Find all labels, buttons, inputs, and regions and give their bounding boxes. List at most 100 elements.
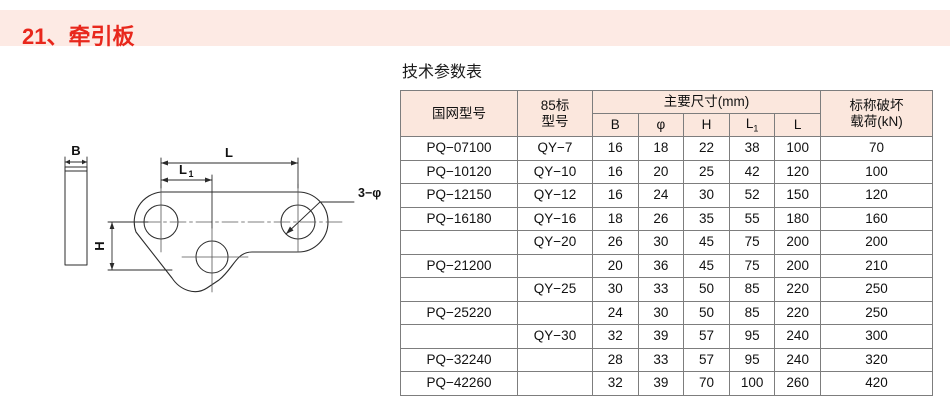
cell-dim-phi: 39 (637, 324, 685, 349)
header-dim-l1: L1 (728, 113, 776, 137)
label-l: L (225, 145, 233, 160)
traction-plate-drawing-svg: B L L 1 H 3−φ (64, 143, 381, 293)
cell-nominal-load: 70 (820, 136, 933, 161)
cell-dim-b: 16 (592, 183, 639, 208)
header-row-sub: B φ H L1 L (401, 113, 933, 137)
header-dim-b-text: B (610, 117, 620, 133)
header-dim-l1-subscript: 1 (753, 123, 759, 134)
cell-grid-model: PQ−07100 (400, 136, 518, 161)
cell-grid-model (400, 230, 518, 255)
cell-dim-h: 70 (683, 371, 730, 396)
label-l1-group: L 1 (179, 162, 193, 179)
label-l1-subscript: 1 (188, 169, 193, 179)
plate-outline (133, 191, 329, 293)
cell-dim-phi: 30 (637, 230, 685, 255)
cell-dim-l1: 75 (728, 230, 776, 255)
cell-dim-h: 45 (683, 253, 730, 278)
cell-grid-model: PQ−32240 (400, 347, 518, 372)
cell-dim-phi: 33 (637, 347, 685, 372)
cell-nominal-load: 210 (820, 253, 933, 278)
header-dim-h-text: H (701, 117, 712, 133)
header-load-line1: 标称破坏 (849, 97, 904, 113)
cell-dim-l1: 95 (728, 324, 776, 349)
spec-table-panel: 技术参数表 国网型号 85标 型号 主要尺寸(mm) 标称破坏 载荷(kN) B… (400, 58, 933, 396)
cell-nominal-load: 300 (820, 324, 933, 349)
cell-dim-h: 50 (683, 277, 730, 302)
cell-85-model (517, 253, 593, 278)
cell-85-model (517, 371, 593, 396)
cell-85-model: QY−10 (517, 159, 593, 184)
cell-dim-l: 240 (774, 324, 821, 349)
cell-dim-l1: 52 (728, 183, 776, 208)
cell-dim-l1: 55 (728, 206, 776, 231)
hole-crosshairs (160, 183, 299, 293)
cell-85-model: QY−20 (517, 230, 593, 255)
cell-dim-phi: 18 (637, 136, 685, 161)
cell-dim-b: 32 (592, 324, 639, 349)
cell-dim-l: 200 (774, 230, 821, 255)
dimension-l1 (160, 174, 213, 229)
dimension-b (64, 156, 88, 171)
header-85-line1: 85标 (540, 97, 570, 113)
cell-dim-h: 22 (683, 136, 730, 161)
cell-grid-model: PQ−16180 (400, 206, 518, 231)
cell-dim-b: 16 (592, 159, 639, 184)
section-title-banner: 21、牵引板 (0, 10, 950, 49)
cell-85-model: QY−12 (517, 183, 593, 208)
dimension-l (160, 157, 299, 189)
cell-grid-model (400, 277, 518, 302)
cell-grid-model: PQ−42260 (400, 371, 518, 396)
cell-dim-l: 220 (774, 300, 821, 325)
cell-dim-b: 24 (592, 300, 639, 325)
cell-dim-phi: 36 (637, 253, 685, 278)
cell-dim-l1: 95 (728, 347, 776, 372)
label-l1: L (179, 162, 187, 177)
cell-dim-b: 20 (592, 253, 639, 278)
cell-dim-l1: 85 (728, 300, 776, 325)
cell-dim-l: 150 (774, 183, 821, 208)
header-row-top: 国网型号 85标 型号 主要尺寸(mm) 标称破坏 载荷(kN) (400, 90, 933, 137)
cell-dim-l: 220 (774, 277, 821, 302)
label-h: H (92, 241, 107, 250)
cell-grid-model: PQ−12150 (400, 183, 518, 208)
cell-dim-l1: 38 (728, 136, 776, 161)
cell-dim-h: 50 (683, 300, 730, 325)
cell-dim-l1: 100 (728, 371, 776, 396)
cell-grid-model: PQ−21200 (400, 253, 518, 278)
header-dim-b: B (592, 113, 639, 137)
dimension-h (107, 221, 173, 271)
cell-dim-h: 25 (683, 159, 730, 184)
cell-dim-l: 120 (774, 159, 821, 184)
page-title: 21、牵引板 (22, 24, 135, 49)
cell-dim-b: 30 (592, 277, 639, 302)
cell-dim-l: 100 (774, 136, 821, 161)
header-85-standard: 85标 型号 (517, 90, 593, 137)
technical-drawing: B L L 1 H 3−φ (20, 140, 390, 350)
cell-dim-phi: 30 (637, 300, 685, 325)
header-85-line2: 型号 (541, 113, 569, 129)
cell-dim-phi: 24 (637, 183, 685, 208)
cell-nominal-load: 200 (820, 230, 933, 255)
cell-dim-l1: 85 (728, 277, 776, 302)
header-dim-l-text: L (793, 117, 802, 133)
header-nominal-load: 标称破坏 载荷(kN) (820, 90, 933, 137)
cell-dim-b: 32 (592, 371, 639, 396)
leader-3-phi (285, 201, 355, 235)
cell-nominal-load: 100 (820, 159, 933, 184)
cell-dim-l: 180 (774, 206, 821, 231)
cell-dim-l1: 75 (728, 253, 776, 278)
cell-dim-b: 16 (592, 136, 639, 161)
cell-dim-h: 57 (683, 347, 730, 372)
header-dim-h: H (683, 113, 730, 137)
cell-dim-phi: 26 (637, 206, 685, 231)
cell-dim-h: 57 (683, 324, 730, 349)
header-dim-l1-text: L (745, 115, 754, 131)
cell-85-model: QY−30 (517, 324, 593, 349)
